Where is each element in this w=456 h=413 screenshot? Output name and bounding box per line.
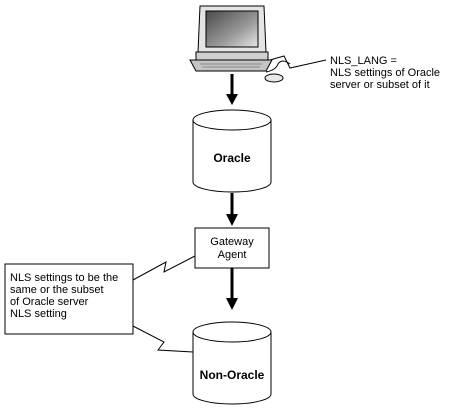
nls-settings-note-box	[4, 263, 134, 335]
nls-note-to-gateway-line	[132, 255, 196, 281]
gateway-agent-label: Gateway Agent	[195, 236, 269, 262]
oracle-database-cylinder	[192, 109, 272, 193]
workstation-icon	[189, 5, 291, 83]
nls-settings-note-line: NLS setting	[10, 308, 67, 320]
nls-lang-note: NLS_LANG = NLS settings of Oracle server…	[330, 55, 440, 91]
non-oracle-database-cylinder	[192, 321, 272, 405]
non-oracle-label: Non-Oracle	[199, 368, 265, 382]
gateway-agent-label-line: Gateway	[210, 236, 254, 248]
nls-settings-note: NLS settings to be the same or the subse…	[10, 272, 118, 320]
oracle-label: Oracle	[213, 151, 251, 165]
gateway-agent-box	[194, 227, 270, 269]
nls-settings-note-line: of Oracle server	[10, 296, 89, 308]
nls-lang-note-line: NLS settings of Oracle	[330, 67, 441, 79]
nls-note-to-non-oracle-line	[132, 325, 194, 353]
nls-lang-note-line: server or subset of it	[330, 79, 430, 91]
arrow-workstation-to-oracle	[226, 74, 238, 105]
nls-settings-note-line: NLS settings to be the	[10, 272, 119, 284]
arrow-oracle-to-gateway	[226, 193, 238, 226]
gateway-agent-label-line: Agent	[217, 249, 247, 261]
nls-lang-callout-line	[269, 55, 327, 69]
nls-lang-note-line: NLS_LANG =	[330, 55, 397, 67]
nls-settings-note-line: same or the subset	[10, 284, 104, 296]
arrow-gateway-to-non-oracle	[226, 268, 238, 310]
